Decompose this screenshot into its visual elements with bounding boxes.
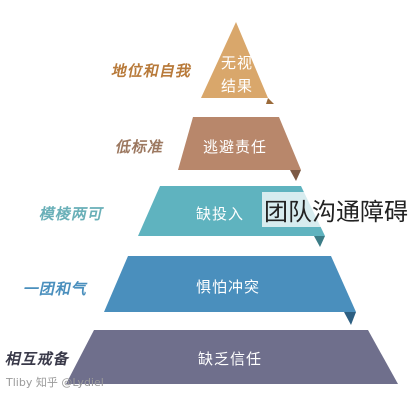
band-label-1-line-1: 无视 — [221, 54, 254, 72]
watermark: Tliby 知乎 @Lydiel — [6, 376, 104, 389]
diagram-title: 团队沟通障碍 — [262, 192, 410, 227]
band-label-3: 缺投入 — [196, 205, 245, 223]
pyramid-level-4-shape — [104, 256, 356, 312]
pyramid-level-2-fold — [290, 170, 301, 181]
pyramid-level-4-fold — [344, 312, 356, 325]
side-label-1: 地位和自我 — [109, 62, 194, 80]
band-label-5: 缺乏信任 — [198, 350, 263, 368]
side-label-2: 低标准 — [113, 138, 166, 156]
pyramid-level-1-shape — [201, 22, 268, 98]
band-label-4: 惧怕冲突 — [196, 278, 261, 296]
pyramid-level-2-shape — [178, 117, 301, 170]
band-label-1-line-2: 结果 — [221, 77, 254, 95]
pyramid-level-5-shape — [66, 330, 398, 384]
pyramid-level-3-fold — [314, 236, 325, 247]
side-label-5: 相互戒备 — [3, 350, 72, 368]
band-label-2: 逃避责任 — [203, 138, 268, 156]
side-label-3: 模棱两可 — [37, 205, 106, 223]
side-label-4: 一团和气 — [21, 280, 90, 298]
pyramid-level-1-fold — [266, 98, 274, 104]
